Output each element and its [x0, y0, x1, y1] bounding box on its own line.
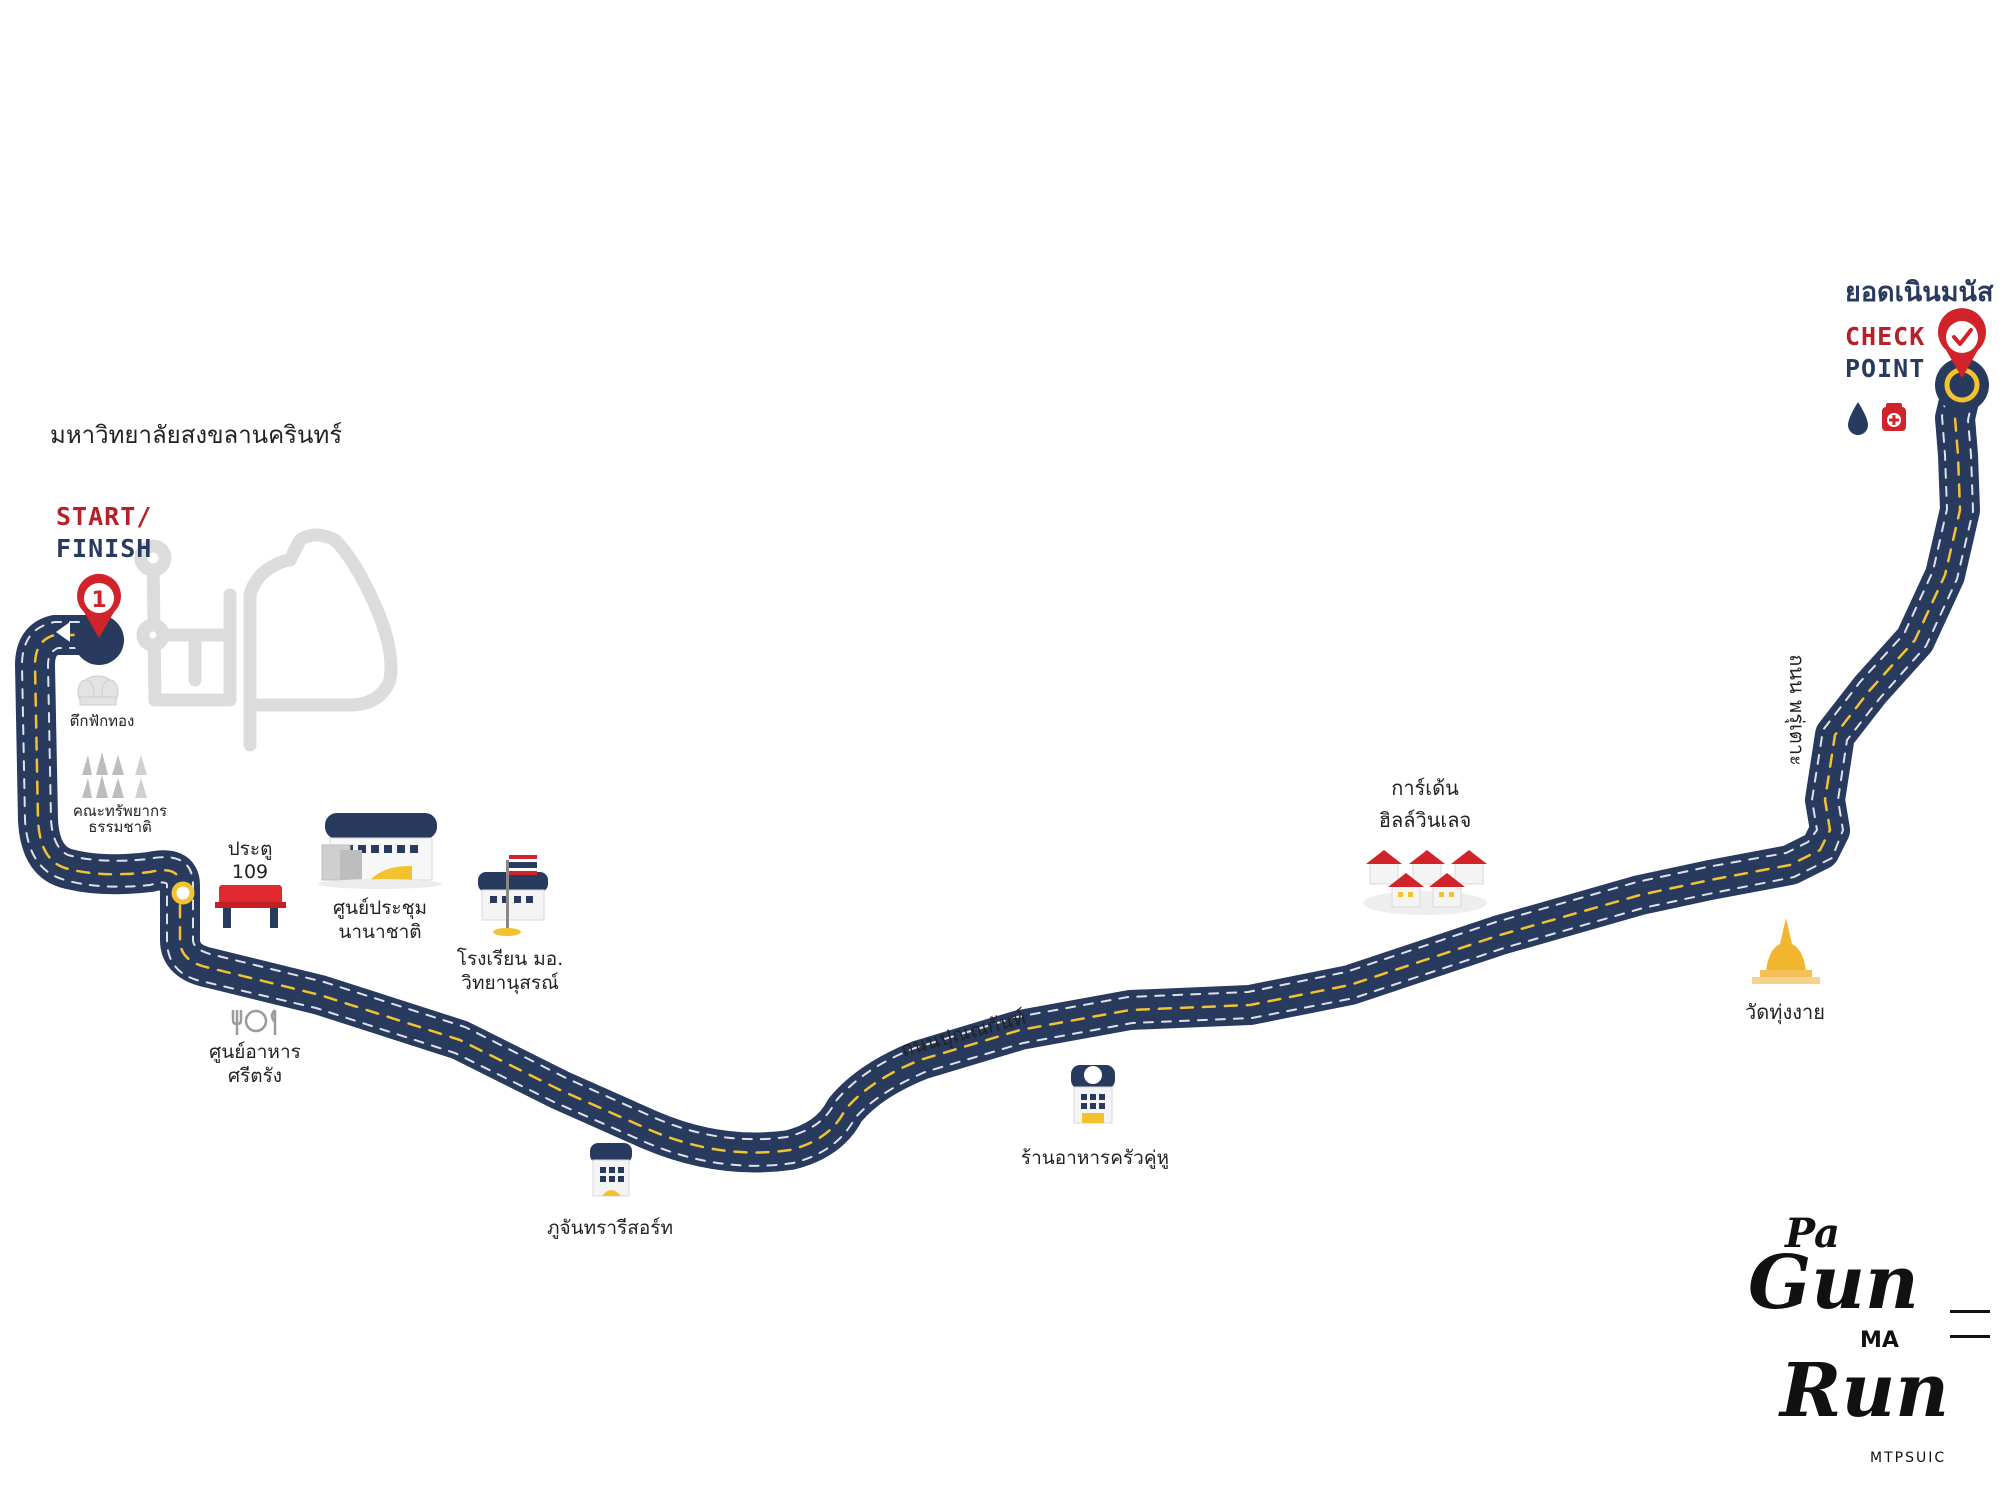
school-label-1: โรงเรียน มอ. — [456, 948, 564, 970]
logo-line-4: Run — [1780, 1348, 1950, 1434]
logo-line-3: MA — [1860, 1328, 1899, 1353]
gate-waypoint — [171, 881, 195, 905]
route-road — [15, 368, 1982, 1173]
water-drop-icon — [1848, 402, 1868, 435]
checkpoint-title: ยอดเนินมนัส — [1845, 277, 1994, 308]
school-icon — [478, 855, 548, 936]
food-center-label-1: ศูนย์อาหาร — [209, 1041, 301, 1063]
point-label: POINT — [1845, 354, 1926, 383]
resort-icon — [590, 1143, 632, 1197]
logo-line-2: Gun — [1748, 1240, 1919, 1326]
faculty-label-2: ธรรมชาติ — [88, 818, 152, 836]
gate-icon — [215, 885, 286, 928]
campus-outline — [134, 528, 398, 752]
checkpoint-pin-icon — [1938, 308, 1986, 378]
garden-label-2: ฮิลล์วินเลจ — [1378, 808, 1472, 832]
road-edge-dashes — [20, 387, 1976, 1167]
temple-icon — [1752, 918, 1820, 984]
convention-label-2: นานาชาติ — [338, 921, 422, 943]
convention-label-1: ศูนย์ประชุม — [332, 897, 428, 919]
checkpoint-point — [1935, 358, 1989, 412]
gate-label-2: 109 — [231, 861, 269, 883]
faculty-label-1: คณะทรัพยากร — [72, 802, 168, 820]
faculty-plants-icon — [82, 752, 147, 798]
dorm-icon — [77, 675, 119, 706]
finish-label: FINISH — [56, 534, 153, 563]
food-center-label-2: ศรีตรัง — [227, 1065, 283, 1087]
village-houses-icon — [1363, 850, 1487, 915]
event-logo: Pa Gun MA Run MTPSUIC — [1720, 1210, 2010, 1500]
logo-line-1: Pa — [1785, 1210, 1840, 1257]
dorm-label: ตึกฟักทอง — [69, 712, 135, 730]
first-aid-icon — [1882, 403, 1906, 431]
restaurant-icon — [1071, 1065, 1115, 1124]
school-label-2: วิทยานุสรณ์ — [461, 972, 559, 994]
gate-label-1: ประตู — [227, 838, 273, 860]
convention-center-icon — [318, 813, 442, 889]
temple-label: วัดทุ่งงาย — [1745, 1000, 1825, 1024]
start-label: START/ — [56, 502, 153, 531]
side-road-label: ถนน พรุ่เตาะ — [1784, 654, 1809, 766]
check-label: CHECK — [1845, 322, 1926, 351]
garden-label-1: การ์เด้น — [1391, 776, 1459, 800]
start-pin-number: 1 — [91, 588, 106, 613]
restaurant-label: ร้านอาหารครัวคู่หู — [1020, 1147, 1170, 1169]
start-point — [74, 615, 124, 665]
start-pin-icon — [76, 573, 121, 638]
route-direction-arrow — [56, 622, 70, 642]
logo-speed-lines — [1950, 1310, 1990, 1338]
logo-sub: MTPSUIC — [1870, 1450, 1947, 1466]
university-title: มหาวิทยาลัยสงขลานครินทร์ — [50, 421, 343, 449]
food-center-icon — [231, 1009, 277, 1035]
resort-label: ภูจันทรารีสอร์ท — [547, 1217, 673, 1239]
